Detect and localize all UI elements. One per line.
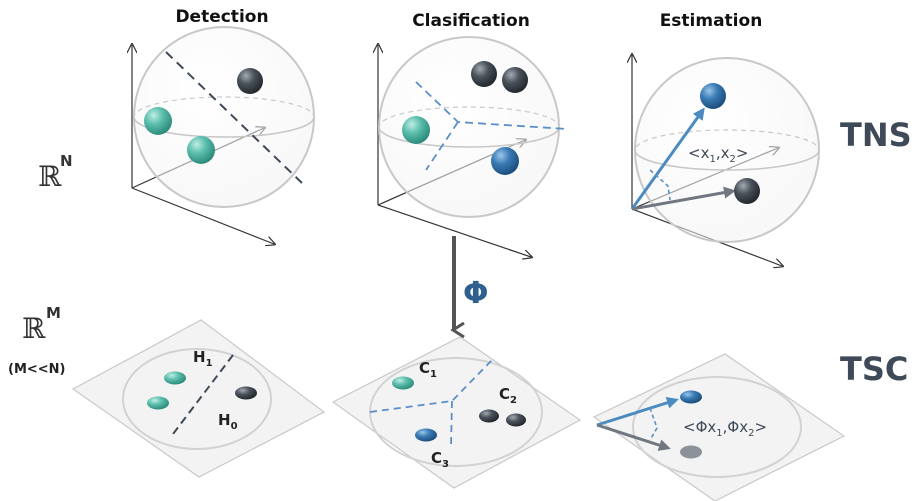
dark-point [237,68,263,94]
high-dim-space-label: ℝ N [38,152,73,193]
hypothesis-h0-label: H0 [218,411,238,432]
decision-boundary [172,354,234,435]
projected-sphere-outline [122,348,272,450]
detection-panel [131,26,315,244]
class-boundary [450,400,453,447]
projection-plane [592,353,846,501]
dimension-superscript: N [60,152,73,170]
axis-depth [377,204,531,257]
projection-plane [71,319,326,478]
angle-projection [649,407,658,441]
reals-symbol: ℝ [38,160,62,193]
projected-sphere-outline [632,376,802,478]
class-c3-label: C3 [431,449,449,470]
compressed-detection-panel: H1 H0 [71,319,326,478]
class-c2-label: C2 [499,385,517,406]
blue-point [680,390,702,404]
low-dim-space-label: ℝ M (M<<N) [8,304,65,377]
dimension-superscript: M [46,304,61,322]
class-c1-label: C1 [419,359,437,380]
axis-depth [131,187,274,244]
teal-point [164,371,186,385]
tns-label: TNS [840,116,912,154]
estimation-title: Estimation [660,11,763,31]
inner-product-label: <x1,x2> [688,144,748,165]
vector-x2 [631,186,736,211]
angle-projection [649,169,671,201]
dark-point [471,61,497,87]
blue-point [415,428,437,442]
classification-title: Clasification [412,11,530,31]
hypothesis-h1-label: H1 [193,348,213,369]
sphere-equator-front [378,126,560,148]
gray-point [680,445,702,459]
compressed-classification-panel: C1 C2 C3 [331,336,582,489]
teal-point [144,107,172,135]
class-boundary [425,121,459,171]
tsc-label: TSC [840,350,908,388]
projected-inner-product-label: <Φx1,Φx2> [683,418,767,439]
teal-point [147,396,169,410]
sphere-equator-front [634,149,820,171]
dark-point [502,67,528,93]
vector-x1 [630,107,705,210]
projected-vector-x2 [596,423,671,451]
detection-title: Detection [175,7,268,27]
estimation-panel: <x1,x2> [630,55,820,266]
compressed-estimation-panel: <Φx1,Φx2> [592,353,846,501]
reals-symbol: ℝ [22,312,46,345]
dark-point [506,413,526,427]
phi-transform: Φ [454,236,489,330]
projected-vector-x1 [596,396,679,427]
sphere-equator-front [133,116,315,138]
dark-point [479,409,499,423]
phi-symbol: Φ [463,276,489,311]
dark-point [235,386,257,400]
decision-boundary [165,51,303,184]
teal-point [402,116,430,144]
dark-point [734,178,760,204]
class-boundary [369,359,493,413]
teal-point [392,376,414,390]
dimension-condition: (M<<N) [8,362,65,377]
blue-point [491,147,519,175]
blue-point [700,83,726,109]
classification-panel [377,36,568,257]
teal-point [187,136,215,164]
